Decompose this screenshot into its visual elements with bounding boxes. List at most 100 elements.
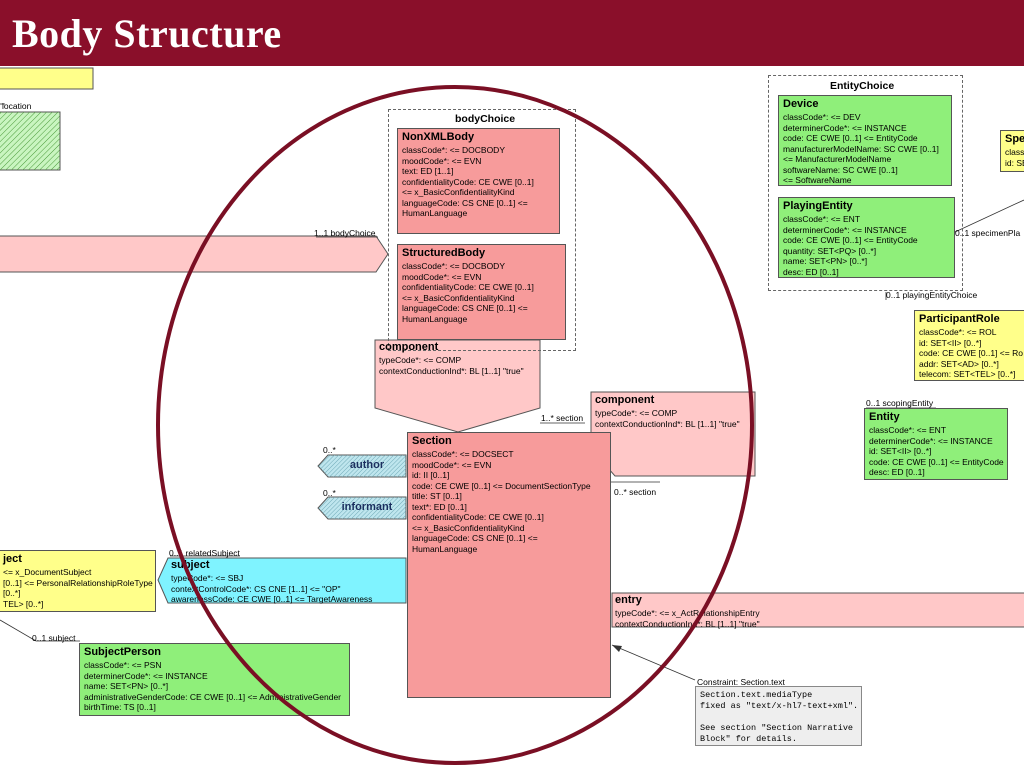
attribute: determinerCode*: <= INSTANCE — [84, 670, 208, 681]
body-choice-arrow — [0, 235, 389, 273]
component-body-class[interactable]: component typeCode*: <= COMP contextCond… — [379, 341, 524, 376]
attribute: typeCode*: <= COMP — [379, 355, 462, 365]
scoping-entity-assoc-label: 0..1 scopingEntity — [866, 398, 934, 408]
constraint-note: Section.text.mediaType fixed as "text/x-… — [695, 686, 862, 746]
author-participation[interactable]: author — [349, 459, 385, 471]
attribute: code: CE CWE [0..1] <= EntityCode — [869, 456, 1004, 467]
attribute: softwareName: SC CWE [0..1] — [783, 164, 898, 175]
entity-class[interactable]: Entity classCode*: <= ENT determinerCode… — [864, 408, 1008, 480]
entity-choice-group-title: EntityChoice — [830, 80, 895, 92]
body-choice-assoc-label: 1..1 bodyChoice — [314, 228, 376, 238]
attribute: typeCode*: <= COMP — [595, 408, 678, 418]
attribute: id: SET<II> [0..*] — [919, 337, 982, 348]
class-name: component — [595, 394, 655, 406]
attribute: <= x_DocumentSubject — [3, 567, 92, 577]
class-name: Spe — [1005, 133, 1024, 145]
attribute: classCode*: <= DEV — [783, 112, 861, 122]
attribute: classCode*: <= ENT — [783, 214, 861, 224]
attribute: id: SE — [1005, 157, 1024, 168]
attribute: contextConductionInd*: BL [1..1] "true" — [595, 418, 740, 429]
class-name: StructuredBody — [402, 247, 486, 259]
attribute: classCode*: <= PSN — [84, 660, 162, 670]
attribute: addr: SET<AD> [0..*] — [919, 358, 999, 369]
attribute: <= SoftwareName — [783, 175, 852, 185]
attribute: HumanLanguage — [402, 208, 468, 218]
attribute: birthTime: TS [0..1] — [84, 702, 156, 712]
attribute: title: ST [0..1] — [412, 491, 462, 501]
class-name: ject — [3, 553, 22, 565]
attribute: awarenessCode: CE CWE [0..1] <= TargetAw… — [171, 594, 373, 604]
page-title: Body Structure — [12, 11, 282, 56]
subject-participation[interactable]: subject typeCode*: <= SBJ contextControl… — [171, 559, 372, 605]
attribute: id: II [0..1] — [412, 470, 450, 480]
attribute: HumanLanguage — [402, 313, 468, 324]
participant-role-class[interactable]: ParticipantRole classCode*: <= ROL id: S… — [914, 310, 1024, 381]
specimen-class[interactable]: Spe class id: SE — [1000, 130, 1024, 172]
class-name: NonXMLBody — [402, 131, 475, 143]
attribute: moodCode*: <= EVN — [402, 155, 482, 166]
component-section-class[interactable]: component typeCode*: <= COMP contextCond… — [595, 394, 740, 429]
class-name: subject — [171, 559, 210, 571]
attribute: <= x_BasicConfidentialityKind — [402, 292, 515, 303]
location-assoc-label: location — [2, 101, 32, 111]
attribute: administrativeGenderCode: CE CWE [0..1] … — [84, 691, 342, 702]
attribute: name: SET<PN> [0..*] — [84, 681, 169, 691]
class-name: component — [379, 341, 439, 353]
attribute: code: CE CWE [0..1] <= EntityCode — [783, 235, 918, 245]
playing-entity-class[interactable]: PlayingEntity classCode*: <= ENT determi… — [778, 197, 955, 278]
section-class[interactable]: Section classCode*: <= DOCSECT moodCode*… — [407, 432, 611, 698]
attribute: determinerCode*: <= INSTANCE — [783, 122, 907, 133]
class-name: ParticipantRole — [919, 313, 1000, 325]
playing-entity-choice-assoc-label: 0..1 playingEntityChoice — [886, 290, 978, 300]
attribute: contextConductionInd*: BL [1..1] "true" — [379, 365, 524, 376]
informant-participation[interactable]: informant — [341, 501, 393, 513]
specimen-assoc-label: 0..1 specimenPla — [955, 228, 1021, 238]
attribute: classCode*: <= DOCBODY — [402, 261, 505, 271]
informant-multiplicity: 0..* — [323, 488, 336, 498]
entry-act-relationship[interactable]: entry typeCode*: <= x_ActRelationshipEnt… — [615, 594, 760, 629]
attribute: name: SET<PN> [0..*] — [783, 256, 868, 266]
class-name: PlayingEntity — [783, 200, 853, 212]
section-assoc-label: 1..* section — [541, 413, 584, 423]
class-name: SubjectPerson — [84, 646, 162, 658]
attribute: TEL> [0..*] — [3, 598, 44, 609]
section-assoc-label-right: 0..* section — [614, 487, 657, 497]
attribute: confidentialityCode: CE CWE [0..1] — [402, 282, 534, 292]
non-xml-body-class[interactable]: NonXMLBody classCode*: <= DOCBODY moodCo… — [397, 128, 560, 234]
attribute: <= ManufacturerModelName — [783, 154, 892, 164]
attribute: text*: ED [0..1] — [412, 501, 467, 512]
attribute: HumanLanguage — [412, 543, 478, 554]
attribute: classCode*: <= ROL — [919, 327, 997, 337]
attribute: classCode*: <= DOCBODY — [402, 145, 505, 155]
entity-choice-group — [768, 75, 963, 291]
device-class[interactable]: Device classCode*: <= DEV determinerCode… — [778, 95, 952, 186]
subject-person-class[interactable]: SubjectPerson classCode*: <= PSN determi… — [79, 643, 350, 716]
subject-assoc-label: 0..1 subject — [32, 633, 76, 643]
attribute: languageCode: CS CNE [0..1] <= — [412, 533, 538, 543]
title-bar — [0, 0, 1024, 66]
attribute: classCode*: <= ENT — [869, 425, 947, 435]
class-name: Entity — [869, 411, 900, 423]
attribute: class — [1005, 147, 1024, 157]
class-name: entry — [615, 594, 642, 606]
attribute: moodCode*: <= EVN — [412, 459, 492, 470]
attribute: confidentialityCode: CE CWE [0..1] — [402, 176, 534, 187]
attribute: manufacturerModelName: SC CWE [0..1] — [783, 143, 939, 154]
attribute: code: CE CWE [0..1] <= DocumentSectionTy… — [412, 480, 591, 491]
attribute: determinerCode*: <= INSTANCE — [869, 435, 993, 446]
related-subject-class[interactable]: ject <= x_DocumentSubject [0..1] <= Pers… — [0, 550, 156, 612]
attribute: typeCode*: <= SBJ — [171, 573, 244, 583]
class-name: Device — [783, 98, 819, 110]
class-name: Section — [412, 435, 452, 447]
attribute: classCode*: <= DOCSECT — [412, 449, 514, 459]
attribute: telecom: SET<TEL> [0..*] — [919, 369, 1016, 379]
attribute: typeCode*: <= x_ActRelationshipEntry — [615, 608, 760, 618]
attribute: text: ED [1..1] — [402, 166, 454, 176]
attribute: moodCode*: <= EVN — [402, 271, 482, 282]
attribute: quantity: SET<PQ> [0..*] — [783, 245, 877, 256]
structured-body-class[interactable]: StructuredBody classCode*: <= DOCBODY mo… — [397, 244, 566, 340]
attribute: [0..*] — [3, 588, 21, 598]
attribute: [0..1] <= PersonalRelationshipRoleType — [3, 577, 153, 588]
attribute: confidentialityCode: CE CWE [0..1] — [412, 512, 544, 522]
attribute: contextConductionInd*: BL [1..1] "true" — [615, 618, 760, 629]
